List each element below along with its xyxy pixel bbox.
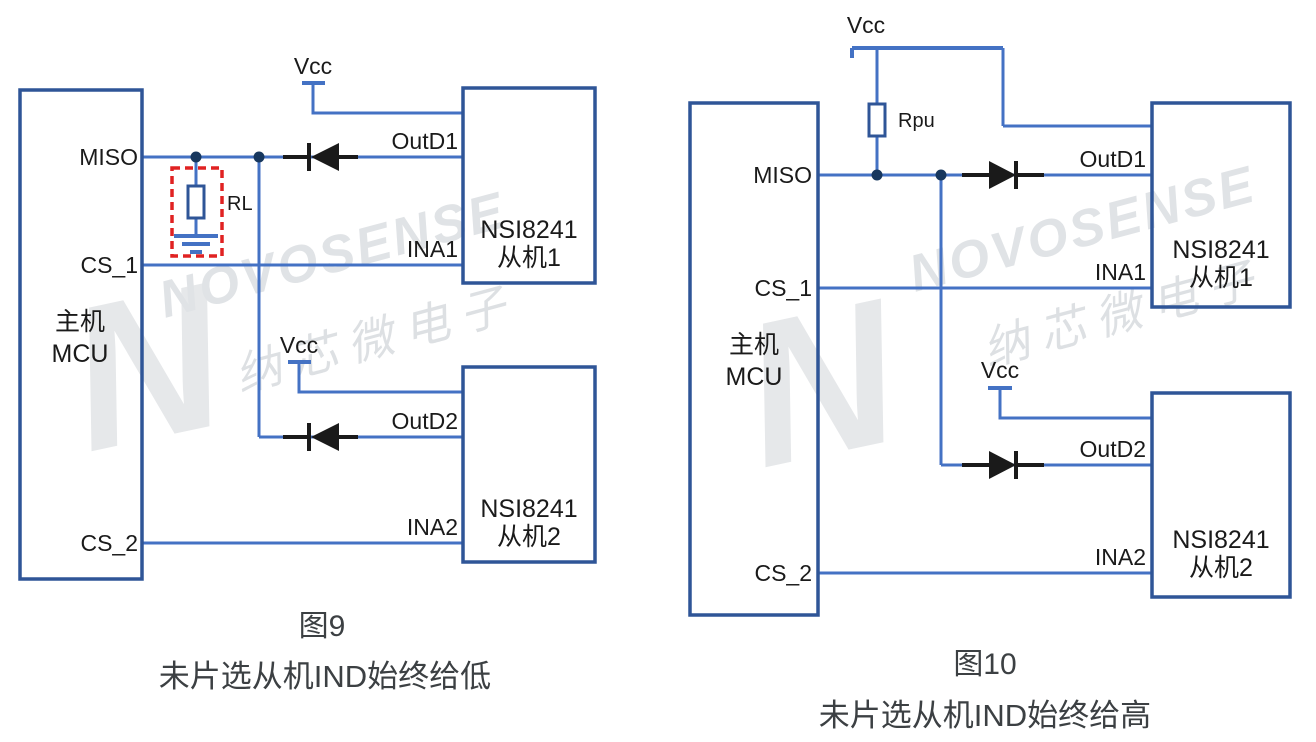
fig10-slave2-box — [1150, 391, 1292, 599]
fig9-pin-cs2: CS_2 — [80, 530, 138, 556]
fig9-slave1-box — [461, 86, 597, 285]
fig10-junction-dot — [871, 169, 883, 181]
fig9-caption-subtitle: 未片选从机IND始终给低 — [159, 659, 491, 694]
fig9-slave1-name-line2: 从机1 — [497, 244, 561, 272]
fig10-pin-ina1: INA1 — [1095, 259, 1146, 285]
fig9-pin-ina2: INA2 — [407, 514, 458, 540]
fig10-mcu-label-line2: MCU — [726, 363, 783, 391]
fig9-diode2-icon — [283, 423, 358, 451]
figure-9: MISO CS_1 CS_2 主机 MCU Vcc Vcc RL OutD1 I… — [18, 53, 597, 694]
fig10-rpu-label: Rpu — [898, 110, 935, 132]
fig9-pin-miso: MISO — [79, 144, 138, 170]
fig9-slave2-name-line1: NSI8241 — [480, 495, 577, 523]
fig9-rl-resistor — [186, 184, 206, 220]
fig10-slave1-name-line1: NSI8241 — [1172, 236, 1269, 264]
fig10-diode2-icon — [962, 451, 1044, 479]
fig10-slave1-box — [1150, 101, 1292, 309]
fig10-mcu-box — [688, 101, 820, 617]
fig9-vcc1-wire — [311, 84, 463, 115]
fig9-vcc2-label: Vcc — [280, 332, 318, 358]
fig10-pin-miso: MISO — [753, 162, 812, 188]
fig9-highlight-dashed-box — [170, 166, 224, 258]
fig10-caption-title: 图10 — [953, 648, 1016, 681]
fig10-mcu-label-line1: 主机 — [729, 331, 779, 359]
figure-10: Vcc Rpu MISO CS_1 CS_2 主机 MCU OutD1 INA1… — [688, 12, 1292, 733]
fig10-slave1-name-line2: 从机1 — [1189, 264, 1253, 292]
fig9-vcc1-label: Vcc — [294, 53, 332, 79]
fig9-caption-title: 图9 — [299, 610, 346, 643]
fig10-pin-cs1: CS_1 — [754, 275, 812, 301]
fig10-slave2-name-line1: NSI8241 — [1172, 526, 1269, 554]
fig9-vcc2-wire — [297, 363, 463, 394]
fig9-pin-cs1: CS_1 — [80, 252, 138, 278]
fig9-pin-ina1: INA1 — [407, 236, 458, 262]
fig10-vcc2-label: Vcc — [981, 357, 1019, 383]
fig9-mcu-label-line1: 主机 — [55, 308, 105, 336]
fig10-diode1-icon — [962, 161, 1044, 189]
diode-triangle — [989, 161, 1016, 189]
fig9-diode1-icon — [283, 143, 358, 171]
fig9-pin-outd2: OutD2 — [392, 408, 458, 434]
fig9-pin-outd1: OutD1 — [392, 128, 458, 154]
fig9-rl-label: RL — [227, 193, 253, 215]
fig10-junction-dot — [935, 169, 947, 181]
fig10-vcc-top-wire — [1001, 48, 1152, 128]
fig10-vcc2-wire — [998, 389, 1152, 420]
fig10-slave2-name-line2: 从机2 — [1189, 554, 1253, 582]
fig9-slave2-name-line2: 从机2 — [497, 523, 561, 551]
fig9-mcu-label-line2: MCU — [52, 340, 109, 368]
fig9-junction-dot — [190, 151, 202, 163]
fig10-vcc-top-terminal — [850, 46, 1003, 58]
fig9-junction-dot — [253, 151, 265, 163]
fig10-rpu-resistor — [867, 102, 887, 138]
diode-triangle — [311, 423, 339, 451]
fig9-mcu-box — [18, 88, 144, 581]
fig10-pin-outd1: OutD1 — [1080, 146, 1146, 172]
fig10-vcc-top-label: Vcc — [847, 12, 885, 38]
fig9-ground-icon — [174, 234, 218, 254]
diode-triangle — [311, 143, 339, 171]
fig10-pin-outd2: OutD2 — [1080, 436, 1146, 462]
fig9-slave2-box — [461, 365, 597, 564]
fig10-caption-subtitle: 未片选从机IND始终给高 — [819, 698, 1151, 733]
fig10-pin-ina2: INA2 — [1095, 544, 1146, 570]
fig10-pin-cs2: CS_2 — [754, 560, 812, 586]
diode-triangle — [989, 451, 1016, 479]
fig9-slave1-name-line1: NSI8241 — [480, 216, 577, 244]
